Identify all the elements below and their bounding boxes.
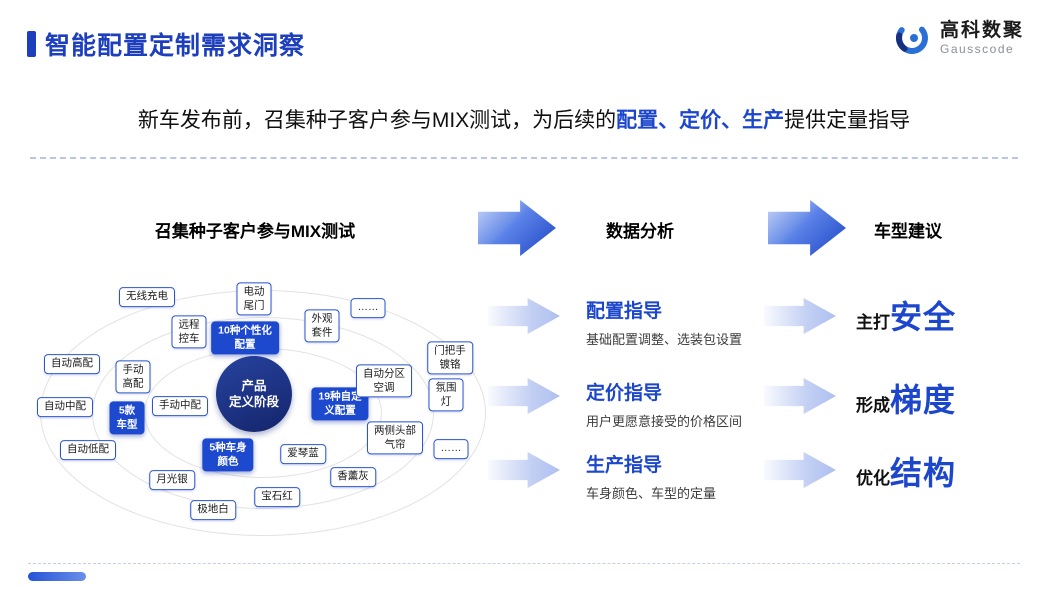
title-accent-bar — [27, 31, 36, 57]
analysis-title: 生产指导 — [586, 455, 663, 476]
suggestion-row-safety: 主打 安全 — [856, 292, 956, 338]
diagram-node: 自动高配 — [44, 354, 100, 374]
small-arrow-icon — [488, 298, 560, 334]
analysis-title: 定价指导 — [586, 383, 663, 404]
diagram-center-node: 产品 定义阶段 — [216, 356, 292, 432]
diagram-node: 手动 高配 — [115, 360, 151, 394]
diagram-node-highlight: 10种个性化 配置 — [211, 321, 279, 355]
suggestion-row-gradient: 形成 梯度 — [856, 375, 956, 421]
diagram-node: 门把手 镀铬 — [427, 341, 473, 375]
flow-step-model-suggestion: 车型建议 — [874, 222, 942, 241]
analysis-desc: 基础配置调整、选装包设置 — [586, 332, 743, 347]
diagram-node: 香薰灰 — [330, 467, 376, 487]
page-title: 智能配置定制需求洞察 — [45, 32, 306, 60]
suggestion-prefix: 优化 — [856, 469, 890, 488]
suggestion-keyword: 安全 — [890, 299, 957, 335]
gausscode-logo-icon — [895, 22, 928, 54]
slide-subtitle: 新车发布前，召集种子客户参与MIX测试，为后续的配置、定价、生产提供定量指导 — [0, 104, 1048, 134]
diagram-node: 外观 套件 — [304, 309, 340, 343]
bottom-dashed-line — [28, 563, 1020, 564]
diagram-node: 自动低配 — [60, 440, 116, 460]
diagram-node: 爱琴蓝 — [280, 444, 326, 464]
subtitle-pre: 新车发布前，召集种子客户参与MIX测试，为后续的 — [137, 109, 617, 132]
diagram-node: 无线充电 — [119, 287, 175, 307]
diagram-node: 两侧头部 气帘 — [367, 421, 423, 455]
subtitle-post: 提供定量指导 — [784, 109, 911, 132]
logo-text: 高科数聚 Gausscode — [940, 20, 1024, 56]
diagram-node-highlight: 19种自定 义配置 — [311, 387, 369, 421]
diagram-node: 远程 控车 — [171, 315, 207, 349]
diagram-node-highlight: 5种车身 颜色 — [202, 438, 254, 472]
analysis-desc: 车身颜色、车型的定量 — [586, 486, 717, 501]
suggestion-prefix: 形成 — [856, 396, 890, 415]
diagram-node: 氛围 灯 — [428, 378, 464, 412]
suggestion-keyword: 结构 — [890, 455, 957, 491]
small-arrow-icon — [488, 378, 560, 414]
analysis-desc: 用户更愿意接受的价格区间 — [586, 414, 743, 429]
flow-step-mix-test: 召集种子客户参与MIX测试 — [154, 222, 356, 241]
diagram-node: 极地白 — [190, 500, 236, 520]
logo-name: 高科数聚 — [939, 20, 1024, 42]
diagram-node: …… — [350, 298, 386, 318]
diagram-node-highlight: 5款 车型 — [109, 401, 145, 435]
diagram-node: 宝石红 — [254, 487, 300, 507]
diagram-node: 手动中配 — [152, 396, 208, 416]
big-arrow-icon-1 — [478, 200, 556, 256]
suggestion-row-structure: 优化 结构 — [856, 448, 956, 494]
big-arrow-icon-2 — [768, 200, 846, 256]
diagram-node: 自动分区 空调 — [356, 364, 412, 398]
diagram-node: …… — [433, 439, 469, 459]
flow-step-data-analysis: 数据分析 — [606, 222, 674, 241]
analysis-row-config: 配置指导 基础配置调整、选装包设置 — [586, 296, 786, 348]
small-arrow-icon — [488, 452, 560, 488]
analysis-title: 配置指导 — [586, 301, 663, 322]
logo-subtitle: Gausscode — [939, 41, 1015, 56]
diagram-node: 月光银 — [149, 470, 195, 490]
dashed-divider — [30, 157, 1018, 159]
subtitle-highlight: 配置、定价、生产 — [616, 109, 785, 132]
bottom-accent-pill — [28, 572, 86, 581]
analysis-row-pricing: 定价指导 用户更愿意接受的价格区间 — [586, 378, 786, 430]
suggestion-prefix: 主打 — [856, 313, 890, 332]
header: 智能配置定制需求洞察 — [27, 26, 305, 62]
diagram-node: 电动 尾门 — [236, 282, 272, 316]
diagram-node: 自动中配 — [37, 397, 93, 417]
logo: 高科数聚 Gausscode — [892, 18, 1024, 58]
analysis-row-production: 生产指导 车身颜色、车型的定量 — [586, 450, 786, 502]
suggestion-keyword: 梯度 — [890, 382, 957, 418]
